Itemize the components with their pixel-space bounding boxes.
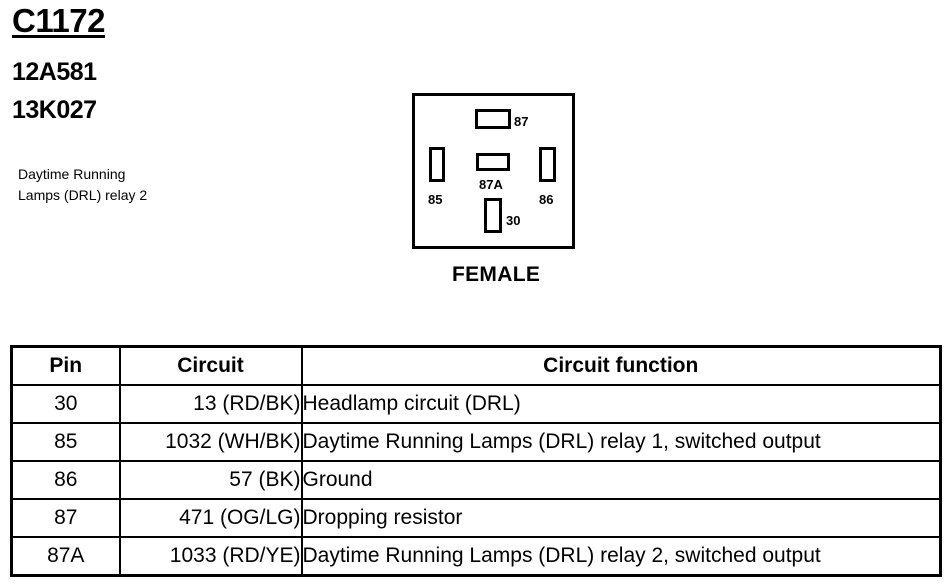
pin-cell: 87 bbox=[10, 498, 121, 538]
pin-cell: 87A bbox=[10, 536, 121, 577]
connector-description: Daytime Running Lamps (DRL) relay 2 bbox=[18, 166, 148, 203]
part-number: 13K027 bbox=[12, 96, 97, 124]
terminal-87-slot bbox=[475, 109, 511, 129]
terminal-label: 87 bbox=[514, 114, 529, 129]
terminal-85-slot bbox=[429, 147, 445, 182]
table-header-row: Pin Circuit Circuit function bbox=[10, 345, 942, 386]
pin-cell: 85 bbox=[10, 422, 121, 462]
column-header-circuit-function: Circuit function bbox=[300, 345, 942, 386]
column-header-pin: Pin bbox=[10, 345, 121, 386]
terminal-86-slot bbox=[539, 147, 556, 182]
terminal-label: 30 bbox=[506, 213, 521, 228]
part-number: 12A581 bbox=[12, 58, 97, 86]
circuit-cell: 13 (RD/BK) bbox=[118, 384, 303, 424]
table-row: 86 57 (BK) Ground bbox=[10, 460, 942, 500]
circuit-cell: 471 (OG/LG) bbox=[118, 498, 303, 538]
pin-cell: 86 bbox=[10, 460, 121, 500]
terminal-87a-slot bbox=[476, 153, 510, 171]
function-cell: Dropping resistor bbox=[300, 498, 942, 538]
terminal-label: 85 bbox=[428, 192, 443, 207]
function-cell: Headlamp circuit (DRL) bbox=[300, 384, 942, 424]
terminal-30-slot bbox=[484, 198, 502, 233]
pin-cell: 30 bbox=[10, 384, 121, 424]
function-cell: Daytime Running Lamps (DRL) relay 2, swi… bbox=[300, 536, 942, 577]
terminal-label: 87A bbox=[479, 177, 503, 192]
circuit-cell: 57 (BK) bbox=[118, 460, 303, 500]
table-row: 85 1032 (WH/BK) Daytime Running Lamps (D… bbox=[10, 422, 942, 462]
circuit-cell: 1033 (RD/YE) bbox=[118, 536, 303, 577]
function-cell: Daytime Running Lamps (DRL) relay 1, swi… bbox=[300, 422, 942, 462]
table-row: 87A 1033 (RD/YE) Daytime Running Lamps (… bbox=[10, 536, 942, 577]
terminal-label: 86 bbox=[539, 192, 554, 207]
connector-id: C1172 bbox=[12, 2, 105, 39]
connector-face: 87 85 87A 86 30 bbox=[412, 93, 575, 249]
table-row: 87 471 (OG/LG) Dropping resistor bbox=[10, 498, 942, 538]
column-header-circuit: Circuit bbox=[118, 345, 303, 386]
circuit-cell: 1032 (WH/BK) bbox=[118, 422, 303, 462]
connector-gender-label: FEMALE bbox=[452, 263, 541, 286]
pin-table: Pin Circuit Circuit function 30 13 (RD/B… bbox=[10, 345, 942, 577]
function-cell: Ground bbox=[300, 460, 942, 500]
table-row: 30 13 (RD/BK) Headlamp circuit (DRL) bbox=[10, 384, 942, 424]
